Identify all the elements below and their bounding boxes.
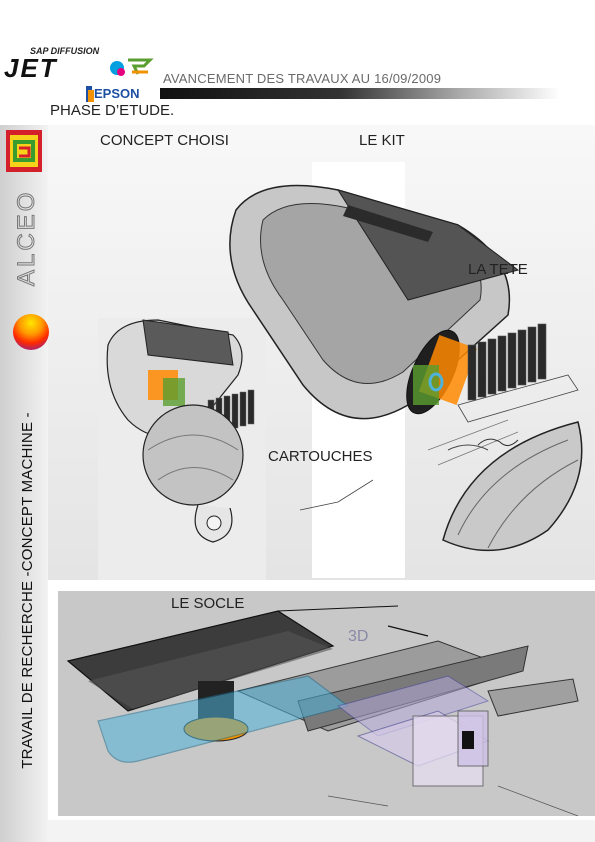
gradient-ball-icon xyxy=(13,314,49,350)
logo-word-text: JET xyxy=(4,53,58,83)
label-le-kit: LE KIT xyxy=(359,132,405,149)
alceo-brand-icon xyxy=(6,130,42,172)
left-sidebar-strip xyxy=(0,125,48,842)
vertical-title-wrapper: TRAVAIL DE RECHERCHE -CONCEPT MACHINE - xyxy=(12,365,42,800)
header-gradient-bar xyxy=(160,88,560,99)
label-cartouches: CARTOUCHES xyxy=(268,448,373,465)
jet-epson-logo: SAP DIFFUSION JET EPSON xyxy=(4,46,154,102)
label-le-socle: LE SOCLE xyxy=(171,595,245,612)
alceo-vertical-wordmark: ALCEO xyxy=(13,189,41,286)
phase-label: PHASE D’ETUDE. xyxy=(50,102,175,119)
header-title: AVANCEMENT DES TRAVAUX AU 16/09/2009 xyxy=(163,71,442,86)
bottom-strip xyxy=(48,820,595,842)
tag-3d-text: 3D xyxy=(348,628,368,645)
alceo-text: ALCEO xyxy=(13,190,40,286)
label-la-tete: LA TETE xyxy=(468,261,528,278)
logo-sub-text: SAP DIFFUSION xyxy=(30,46,100,56)
socle-render-illustration: 3D xyxy=(66,605,579,816)
label-concept-choisi: CONCEPT CHOISI xyxy=(100,132,229,149)
logo-brand-text: EPSON xyxy=(94,86,140,101)
machine-render-illustration xyxy=(106,184,583,552)
vertical-title: TRAVAIL DE RECHERCHE -CONCEPT MACHINE - xyxy=(19,412,36,769)
